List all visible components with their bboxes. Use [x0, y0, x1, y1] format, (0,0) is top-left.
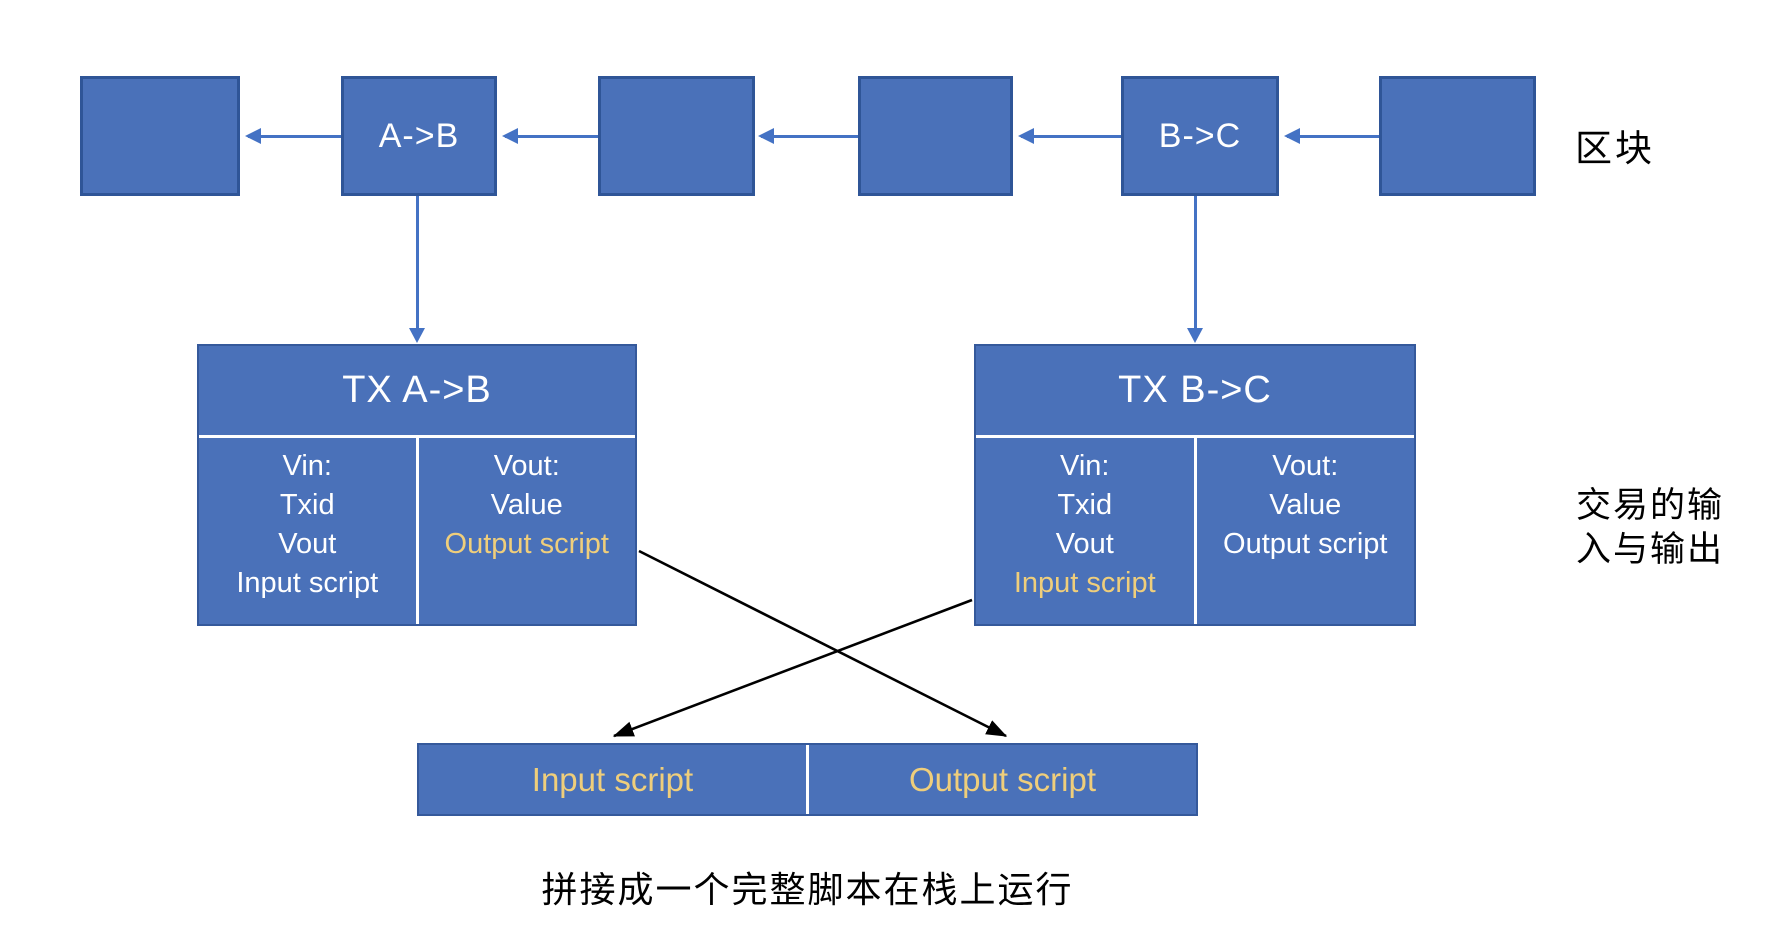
tx-a-b-title: TX A->B: [199, 346, 635, 438]
tx-b-c-vin-cell: Vin: Txid Vout Input script: [976, 438, 1194, 624]
vout-line: Output script: [1223, 528, 1388, 560]
input-script-cell: Input script: [531, 760, 694, 798]
vin-line: Txid: [1057, 489, 1113, 521]
input-script-arrow-icon: [612, 598, 973, 738]
block-6: [1379, 76, 1536, 196]
vout-line: Vout:: [1272, 450, 1339, 482]
block-to-tx-arrow-icon: [1187, 196, 1203, 343]
tx-io-label-line1: 交易的输: [1575, 486, 1724, 525]
block-to-tx-arrow-icon: [409, 196, 425, 343]
chain-arrow-icon: [1284, 128, 1379, 144]
block-1: [80, 76, 240, 196]
tx-a-b-vout-cell: Vout: Value Output script: [415, 438, 636, 624]
tx-io-label: 交易的输 入与输出: [1560, 484, 1740, 572]
tx-a-b-vin-cell: Vin: Txid Vout Input script: [199, 438, 416, 624]
vout-line: Vout:: [493, 450, 560, 482]
vin-line: Vin:: [1060, 450, 1110, 482]
output-script-arrow-icon: [638, 549, 1008, 738]
vin-line: Vin:: [282, 450, 332, 482]
vout-line: Value: [1269, 489, 1342, 521]
block-5-b-c: B->C: [1121, 76, 1279, 196]
chain-arrow-icon: [502, 128, 598, 144]
block-2-a-b: A->B: [341, 76, 497, 196]
tx-io-label-line2: 入与输出: [1575, 530, 1724, 569]
vout-line: Value: [490, 489, 563, 521]
vout-line: Output script: [444, 528, 609, 560]
vin-line: Vout: [278, 528, 337, 560]
vin-line: Vout: [1055, 528, 1114, 560]
combined-script-box: Input script Output script: [417, 743, 1198, 816]
vin-line: Input script: [1013, 567, 1156, 599]
chain-arrow-icon: [245, 128, 341, 144]
chain-arrow-icon: [758, 128, 858, 144]
chain-arrow-icon: [1018, 128, 1121, 144]
vin-line: Txid: [279, 489, 335, 521]
tx-b-c-vout-cell: Vout: Value Output script: [1193, 438, 1415, 624]
tx-a-b-box: TX A->B Vin: Txid Vout Input script Vout…: [197, 344, 637, 626]
output-script-cell: Output script: [806, 745, 1196, 814]
block-4: [858, 76, 1013, 196]
caption: 拼接成一个完整脚本在栈上运行: [541, 869, 1074, 910]
tx-b-c-box: TX B->C Vin: Txid Vout Input script Vout…: [974, 344, 1416, 626]
block-3: [598, 76, 755, 196]
vin-line: Input script: [236, 567, 379, 599]
tx-b-c-title: TX B->C: [976, 346, 1414, 438]
blocks-label: 区块: [1575, 128, 1655, 169]
